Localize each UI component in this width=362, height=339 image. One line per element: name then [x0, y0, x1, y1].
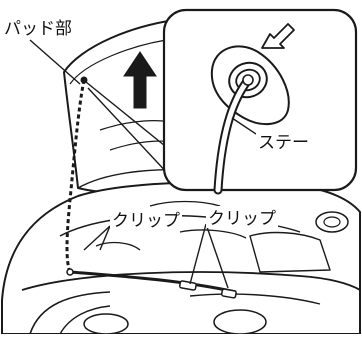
- label-clip-left: クリップ: [110, 208, 182, 231]
- clip-left-label-text: クリップ: [112, 211, 180, 231]
- stay-label-text: ステー: [258, 133, 309, 153]
- pad-label-text: パッド部: [4, 19, 72, 39]
- clip-right-label-text: クリップ: [208, 209, 276, 229]
- hood-stay-rod: [65, 76, 237, 299]
- label-pad: パッド部: [2, 18, 78, 39]
- car-front: [1, 181, 361, 335]
- callout-leaders: [29, 39, 171, 177]
- pointer-arrow-icon: [261, 23, 295, 49]
- up-arrow-icon: [123, 51, 157, 109]
- stay-detail-callout: [162, 8, 358, 195]
- label-stay: ステー: [256, 130, 322, 153]
- clip-leaders: [83, 223, 229, 289]
- label-clip-right: クリップ: [206, 206, 278, 229]
